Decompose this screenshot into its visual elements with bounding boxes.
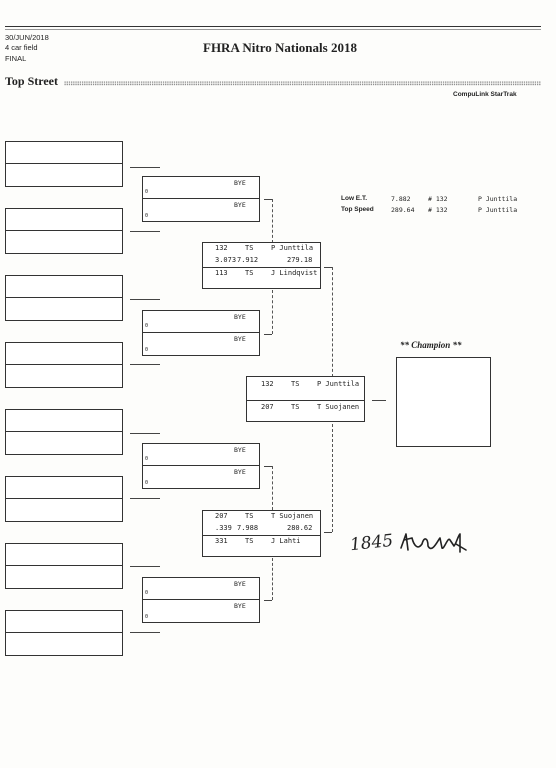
top-rule-2	[5, 29, 541, 30]
bye-label: BYE	[234, 201, 246, 209]
bye-box-3: BYE 0 BYE 0	[142, 443, 260, 489]
elapsed-time: 7.912	[237, 256, 259, 264]
connector	[272, 199, 273, 243]
lane-zero: 0	[145, 323, 149, 329]
reaction-time: 3.073	[215, 256, 237, 264]
low-et-car: # 132	[428, 195, 448, 203]
semifinal-box-1: 132 TS P Junttila 3.073 7.912 279.18 113…	[202, 242, 321, 289]
low-et-value: 7.882	[391, 195, 411, 203]
connector	[130, 364, 160, 365]
handwritten-signature	[400, 533, 467, 553]
car-number: 132	[215, 244, 228, 252]
driver-name: T Suojanen	[271, 512, 314, 520]
reaction-time: .339	[215, 524, 232, 532]
connector	[324, 532, 332, 533]
lane-zero: 0	[145, 456, 149, 462]
connector	[264, 466, 272, 467]
connector	[332, 424, 333, 532]
connector	[264, 199, 272, 200]
driver-name: T Suojanen	[317, 403, 360, 411]
lane-zero: 0	[145, 480, 149, 486]
champion-label: ** Champion **	[400, 340, 462, 350]
speed: 280.62	[287, 524, 313, 532]
connector	[130, 299, 160, 300]
low-et-driver: P Junttila	[478, 195, 518, 203]
entry-box-4	[5, 342, 123, 388]
entry-box-3	[5, 275, 123, 321]
connector	[264, 334, 272, 335]
lane-zero: 0	[145, 590, 149, 596]
connector	[372, 400, 386, 401]
connector	[130, 566, 160, 567]
field-size: 4 car field	[5, 43, 38, 52]
connector	[332, 267, 333, 377]
bye-box-4: BYE 0 BYE 0	[142, 577, 260, 623]
speed: 279.18	[287, 256, 313, 264]
car-class: TS	[245, 537, 254, 545]
event-date: 30/JUN/2018	[5, 33, 49, 42]
bye-label: BYE	[234, 602, 246, 610]
top-speed-car: # 132	[428, 206, 448, 214]
connector	[272, 290, 273, 334]
entry-box-7	[5, 543, 123, 589]
bye-label: BYE	[234, 335, 246, 343]
driver-name: P Junttila	[271, 244, 314, 252]
entry-box-5	[5, 409, 123, 455]
elapsed-time: 7.988	[237, 524, 259, 532]
low-et-label: Low E.T.	[341, 195, 367, 202]
class-name: Top Street	[5, 74, 59, 88]
car-number: 132	[261, 380, 274, 388]
connector	[130, 632, 160, 633]
driver-name: P Junttila	[317, 380, 360, 388]
champion-box	[396, 357, 491, 447]
top-rule	[5, 26, 541, 27]
connector	[324, 267, 332, 268]
entry-box-6	[5, 476, 123, 522]
dotted-rule	[64, 81, 541, 86]
car-class: TS	[291, 380, 300, 388]
car-class: TS	[245, 269, 254, 277]
entry-box-8	[5, 610, 123, 656]
entry-box-1	[5, 141, 123, 187]
lane-zero: 0	[145, 213, 149, 219]
bye-label: BYE	[234, 468, 246, 476]
top-speed-label: Top Speed	[341, 206, 374, 213]
connector	[130, 231, 160, 232]
semifinal-box-2: 207 TS T Suojanen .339 7.988 280.62 331 …	[202, 510, 321, 557]
vendor-label: CompuLink StarTrak	[453, 91, 517, 98]
bye-box-2: BYE 0 BYE 0	[142, 310, 260, 356]
connector	[130, 167, 160, 168]
handwritten-time: 1845	[349, 530, 395, 556]
bye-label: BYE	[234, 313, 246, 321]
connector	[130, 498, 160, 499]
lane-zero: 0	[145, 189, 149, 195]
bye-label: BYE	[234, 179, 246, 187]
car-class: TS	[245, 244, 254, 252]
lane-zero: 0	[145, 347, 149, 353]
bye-box-1: BYE 0 BYE 0	[142, 176, 260, 222]
car-number: 207	[215, 512, 228, 520]
driver-name: J Lindqvist	[271, 269, 318, 277]
connector	[272, 466, 273, 510]
connector	[130, 433, 160, 434]
top-speed-value: 289.64	[391, 206, 415, 214]
car-number: 113	[215, 269, 228, 277]
top-speed-driver: P Junttila	[478, 206, 518, 214]
final-box: 132 TS P Junttila 207 TS T Suojanen	[246, 376, 365, 422]
connector	[264, 600, 272, 601]
connector	[272, 558, 273, 600]
bye-label: BYE	[234, 580, 246, 588]
lane-zero: 0	[145, 614, 149, 620]
driver-name: J Lahti	[271, 537, 301, 545]
car-number: 207	[261, 403, 274, 411]
bye-label: BYE	[234, 446, 246, 454]
page-title: FHRA Nitro Nationals 2018	[203, 40, 357, 55]
car-class: TS	[291, 403, 300, 411]
round-name: FINAL	[5, 54, 27, 63]
entry-box-2	[5, 208, 123, 254]
car-class: TS	[245, 512, 254, 520]
car-number: 331	[215, 537, 228, 545]
